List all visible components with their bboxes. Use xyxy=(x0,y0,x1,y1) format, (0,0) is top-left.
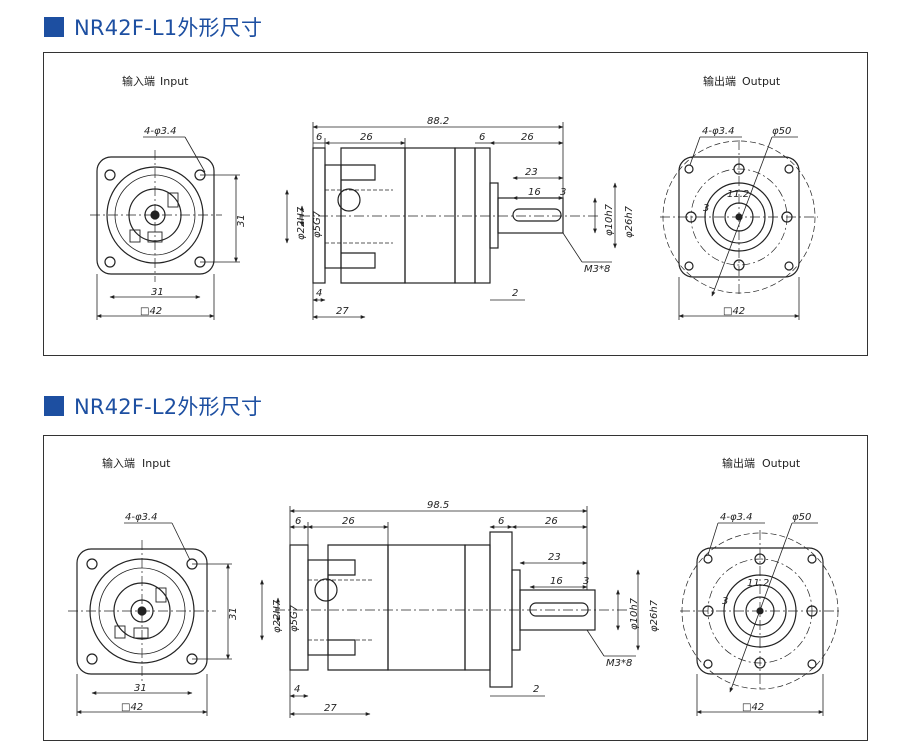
dim-key-span: 23 xyxy=(525,167,538,178)
dim-key-end: 3 xyxy=(583,576,589,587)
output-dims xyxy=(678,136,800,320)
dim-out-shaft-dia: φ10h7 xyxy=(629,597,640,630)
dim-out-shaft-len: 26 xyxy=(521,132,534,143)
dim-out-gap: 2 xyxy=(512,288,518,299)
dim-flange-thk: 6 xyxy=(316,132,322,143)
input-label: 输入端 xyxy=(102,456,135,470)
dim-in-holes: 4-φ3.4 xyxy=(144,126,176,137)
dim-out-shaft-dia: φ10h7 xyxy=(604,203,615,236)
side-view xyxy=(275,531,630,688)
dim-out-key-h: 11.2 xyxy=(727,189,749,200)
dim-input-body: 26 xyxy=(360,132,373,143)
dim-in-square: □42 xyxy=(140,306,162,317)
title-square-icon xyxy=(44,17,64,37)
dim-out-key-h: 11.2 xyxy=(747,578,769,589)
input-end-view xyxy=(90,150,222,282)
dim-out-shaft-len: 26 xyxy=(545,516,558,527)
dim-out-pcd: φ50 xyxy=(792,512,811,523)
side-view xyxy=(300,147,600,284)
input-label-en: Input xyxy=(142,457,171,470)
dim-in-pcd-v: 31 xyxy=(228,607,239,620)
dim-overall-length: 88.2 xyxy=(427,116,449,127)
dim-out-flange-thk: 6 xyxy=(479,132,485,143)
dim-out-holes: 4-φ3.4 xyxy=(702,126,734,137)
dim-out-pilot-dia: φ26h7 xyxy=(649,599,660,632)
dim-in-shaft-hole: φ5G7 xyxy=(289,604,300,632)
section-title-text: NR42F-L2外形尺寸 xyxy=(74,395,263,419)
dim-out-holes: 4-φ3.4 xyxy=(720,512,752,523)
dim-out-key-w: 3 xyxy=(722,596,728,607)
dim-overall-length: 98.5 xyxy=(427,500,449,511)
input-label-en: Input xyxy=(160,75,189,88)
dim-out-square: □42 xyxy=(742,702,764,713)
side-dims xyxy=(285,122,617,320)
dim-input-body: 26 xyxy=(342,516,355,527)
dim-in-depth: 27 xyxy=(336,306,349,317)
dim-in-recess: 4 xyxy=(316,288,322,299)
dim-in-bore: φ22H7 xyxy=(296,206,307,240)
dim-in-depth: 27 xyxy=(324,703,337,714)
dim-in-pcd-h: 31 xyxy=(134,683,147,694)
dim-in-pcd-v: 31 xyxy=(236,214,247,227)
output-label-en: Output xyxy=(762,457,801,470)
dim-out-square: □42 xyxy=(723,306,745,317)
dim-out-gap: 2 xyxy=(533,684,539,695)
output-label: 输出端 xyxy=(722,456,755,470)
output-dims xyxy=(696,522,824,716)
title-square-icon xyxy=(44,396,64,416)
output-label-en: Output xyxy=(742,75,781,88)
input-dims xyxy=(96,136,240,320)
dim-flange-thk: 6 xyxy=(295,516,301,527)
input-end-view xyxy=(68,540,216,682)
dim-out-pilot-dia: φ26h7 xyxy=(624,205,635,238)
dim-in-square: □42 xyxy=(121,702,143,713)
side-dims xyxy=(260,506,640,718)
output-end-view xyxy=(660,140,818,294)
dim-out-key-w: 3 xyxy=(703,203,709,214)
dim-out-flange-thk: 6 xyxy=(498,516,504,527)
dim-in-shaft-hole: φ5G7 xyxy=(312,210,323,238)
dim-key-end: 3 xyxy=(560,187,566,198)
dim-in-pcd-h: 31 xyxy=(151,287,164,298)
dim-tap: M3*8 xyxy=(584,264,610,275)
dim-key-span: 23 xyxy=(548,552,561,563)
drawing-group-l1: 输入端 Input 输出端 Output xyxy=(90,74,818,320)
input-dims xyxy=(76,522,232,716)
dim-in-bore: φ22H7 xyxy=(272,599,283,633)
dim-out-pcd: φ50 xyxy=(772,126,791,137)
dim-in-holes: 4-φ3.4 xyxy=(125,512,157,523)
output-label: 输出端 xyxy=(703,74,736,88)
dim-tap: M3*8 xyxy=(606,658,632,669)
dim-key-len: 16 xyxy=(528,187,541,198)
drawing-group-l2: 输入端 Input 输出端 Output xyxy=(68,456,840,718)
section-title-l1: NR42F-L1外形尺寸 xyxy=(44,12,262,42)
input-label: 输入端 xyxy=(122,74,155,88)
dim-in-recess: 4 xyxy=(294,684,300,695)
section-title-l2: NR42F-L2外形尺寸 xyxy=(44,391,262,421)
section-title-text: NR42F-L1外形尺寸 xyxy=(74,16,263,40)
dim-key-len: 16 xyxy=(550,576,563,587)
